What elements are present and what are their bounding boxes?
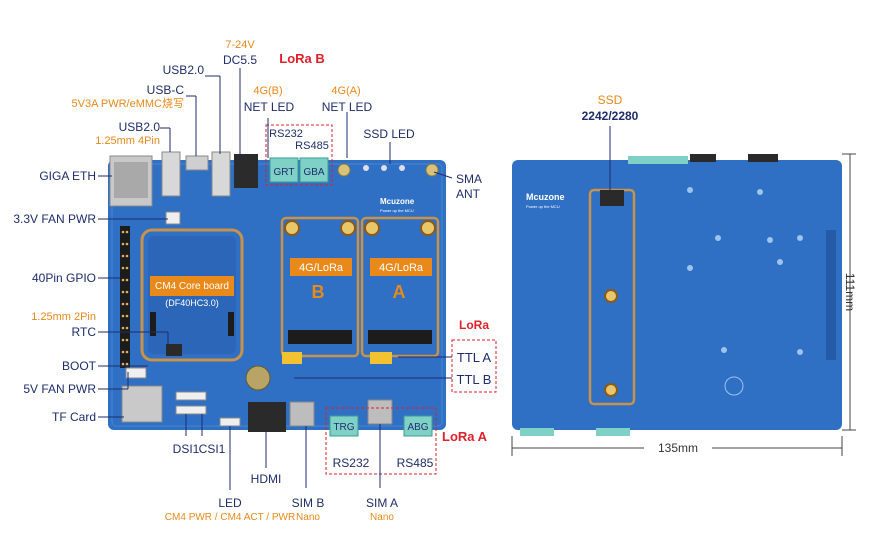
- front-board: Mcuzone Power up the MCU CM4 Core board …: [108, 151, 446, 437]
- front-brand-tag: Power up the MCU: [380, 208, 414, 213]
- label-net-led-a-tag: 4G(A): [331, 85, 361, 97]
- slot-b-letter: B: [312, 282, 325, 302]
- csi-connector-icon: [175, 405, 207, 415]
- usb-port-icon: [161, 151, 181, 197]
- label-rtc-note: 1.25mm 2Pin: [31, 311, 96, 323]
- label-sim-a-note: Nano: [370, 512, 394, 523]
- back-brand-logo: Mcuzone: [526, 192, 565, 202]
- label-usbc: USB-C: [146, 83, 184, 97]
- label-rs485-top: RS485: [295, 140, 329, 152]
- label-ttl-b: TTL B: [456, 372, 492, 387]
- trg-label: TRG: [333, 422, 354, 433]
- lora-b-group-box: [265, 124, 333, 186]
- sim-a-slot-icon: [367, 399, 393, 425]
- trg-terminal-icon: [329, 415, 359, 437]
- abg-terminal-icon: [403, 415, 433, 437]
- label-fan-33: 3.3V FAN PWR: [13, 212, 96, 226]
- label-lora-b-title: LoRa B: [279, 51, 325, 66]
- usbc-port-icon: [185, 155, 209, 171]
- label-hdmi: HDMI: [250, 472, 282, 486]
- cm4-board-label: CM4 Core board: [155, 281, 229, 292]
- mpcie-slot-a: [360, 216, 440, 358]
- label-fan-5v: 5V FAN PWR: [23, 382, 96, 396]
- fan-connector-icon: [165, 211, 181, 225]
- rtc-battery-icon: [245, 365, 271, 391]
- label-ssd-size: 2242/2280: [581, 109, 639, 123]
- back-brand-tag: Power up the MCU: [526, 204, 560, 209]
- label-sim-b-note: Nano: [296, 512, 320, 523]
- tf-card-slot-icon: [121, 385, 163, 423]
- label-ttl-a: TTL A: [456, 350, 492, 365]
- cm4-label-box: [150, 276, 234, 296]
- lora-4g-b-label: 4G/LoRa: [299, 262, 344, 274]
- abg-label: ABG: [407, 422, 428, 433]
- lora-4g-a-label: 4G/LoRa: [379, 262, 424, 274]
- label-boot: BOOT: [61, 359, 96, 373]
- back-pcb: [512, 160, 842, 430]
- label-csi1: CSI1: [198, 442, 226, 456]
- label-usb20-mid: USB2.0: [118, 120, 160, 134]
- ttl-b-header-icon: [282, 352, 302, 364]
- dc-jack-icon: [234, 154, 258, 188]
- dimension-lines: [511, 153, 856, 456]
- lora-a-label-box: [370, 258, 432, 276]
- label-rs232-bottom: RS232: [332, 456, 370, 470]
- grt-label: GRT: [274, 167, 295, 178]
- dsi-connector-icon: [175, 391, 207, 401]
- gba-label: GBA: [303, 167, 324, 178]
- label-usbc-note: 5V3A PWR/eMMC烧写: [71, 98, 184, 110]
- slot-a-letter: A: [393, 282, 406, 302]
- label-sim-b: SIM B: [291, 496, 325, 510]
- label-net-led-b-tag: 4G(B): [253, 85, 283, 97]
- label-led: LED: [218, 496, 242, 510]
- label-sim-a: SIM A: [365, 496, 398, 510]
- label-usb20-note: 1.25mm 4Pin: [95, 135, 160, 147]
- label-rs232-top: RS232: [269, 128, 303, 140]
- lora-b-label-box: [290, 258, 352, 276]
- front-brand-logo: Mcuzone: [380, 197, 415, 206]
- gpio-header-icon: [120, 226, 130, 368]
- label-dc-voltage: 7-24V: [225, 39, 255, 51]
- hdmi-port-icon: [248, 402, 286, 432]
- label-gpio40: 40Pin GPIO: [31, 271, 96, 285]
- led-row-icon: [219, 417, 241, 427]
- label-led-note: CM4 PWR / CM4 ACT / PWR: [164, 512, 296, 523]
- lora-a-group-box: [325, 407, 437, 475]
- label-net-led-b: NET LED: [243, 100, 295, 114]
- label-sma-ant-1: SMA: [456, 172, 483, 186]
- gba-terminal-icon: [299, 157, 329, 183]
- boot-switch-icon: [166, 344, 182, 356]
- label-dim-height: 111mm: [843, 272, 857, 312]
- grt-terminal-icon: [269, 157, 299, 183]
- label-ssd-led: SSD LED: [363, 127, 415, 141]
- cm4-model-label: (DF40HC3.0): [165, 298, 219, 308]
- ttl-a-header-icon: [370, 352, 392, 364]
- label-dc-jack: DC5.5: [222, 53, 257, 67]
- label-net-led-a: NET LED: [321, 100, 373, 114]
- label-sma-ant-2: ANT: [456, 187, 480, 201]
- label-lora-a-title: LoRa A: [442, 429, 488, 444]
- cm4-slot-outline: [140, 228, 244, 362]
- leader-lines: [98, 68, 453, 490]
- label-lora-title: LoRa: [459, 318, 489, 332]
- label-ssd-title: SSD: [597, 93, 623, 107]
- mpcie-slot-b: [280, 216, 360, 358]
- label-tf-card: TF Card: [51, 410, 96, 424]
- sma-icon: [337, 163, 351, 177]
- label-usb20-top: USB2.0: [162, 63, 204, 77]
- ttl-group-box: [451, 339, 497, 393]
- label-rtc: RTC: [71, 325, 96, 339]
- label-giga-eth: GIGA ETH: [39, 169, 96, 183]
- label-rs485-bottom: RS485: [396, 456, 434, 470]
- sim-b-slot-icon: [289, 401, 315, 427]
- label-dim-width: 135mm: [657, 441, 698, 455]
- back-board: Mcuzone Power up the MCU: [512, 154, 842, 436]
- label-dsi1: DSI1: [172, 442, 200, 456]
